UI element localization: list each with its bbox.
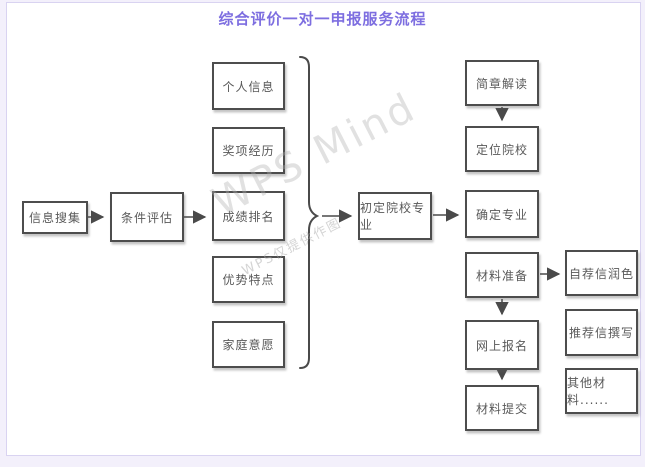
node-award-exp[interactable]: 奖项经历 (212, 127, 285, 174)
node-other-materials[interactable]: 其他材料...... (565, 368, 638, 414)
page-title: 综合评价一对一申报服务流程 (218, 10, 427, 28)
node-material-submit[interactable]: 材料提交 (465, 385, 539, 431)
node-info-collect[interactable]: 信息搜集 (22, 201, 88, 234)
node-online-reg[interactable]: 网上报名 (465, 320, 539, 370)
node-grade-rank[interactable]: 成绩排名 (212, 191, 285, 241)
node-condition-eval[interactable]: 条件评估 (110, 192, 184, 242)
node-strengths[interactable]: 优势特点 (212, 256, 285, 303)
document-page (6, 2, 641, 456)
node-position-school[interactable]: 定位院校 (465, 126, 539, 172)
node-preliminary-school-major[interactable]: 初定院校专业 (358, 192, 432, 240)
node-rec-letter[interactable]: 推荐信撰写 (565, 309, 638, 356)
node-family-wish[interactable]: 家庭意愿 (212, 321, 285, 368)
node-brochure[interactable]: 简章解读 (465, 60, 539, 106)
node-personal-info[interactable]: 个人信息 (212, 62, 285, 110)
node-material-prep[interactable]: 材料准备 (465, 252, 539, 298)
node-determine-major[interactable]: 确定专业 (465, 190, 539, 238)
node-self-letter[interactable]: 自荐信润色 (565, 250, 638, 296)
